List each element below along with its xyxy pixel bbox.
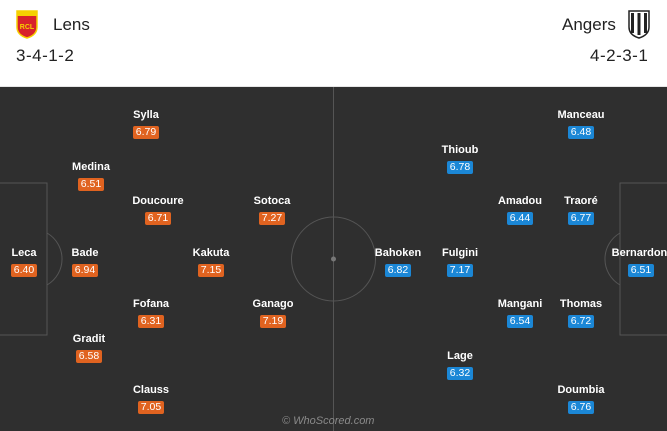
player-fulgini[interactable]: Fulgini 7.17 [430,247,490,278]
player-name: Thomas [559,298,603,310]
player-rating: 6.77 [568,212,594,225]
svg-text:RCL: RCL [20,24,35,31]
player-name: Doumbia [557,384,605,396]
player-traore[interactable]: Traoré 6.77 [551,195,611,226]
player-rating: 7.05 [138,401,164,414]
player-rating: 6.40 [11,264,37,277]
player-name: Bahoken [374,247,422,259]
player-name: Doucoure [132,195,184,207]
player-name: Kakuta [192,247,230,259]
player-doucoure[interactable]: Doucoure 6.71 [128,195,188,226]
player-thioub[interactable]: Thioub 6.78 [430,144,490,175]
player-name: Mangani [497,298,543,310]
player-name: Fofana [132,298,170,310]
player-name: Lage [447,350,473,362]
player-name: Bade [71,247,99,259]
player-rating: 7.17 [447,264,473,277]
player-name: Ganago [252,298,294,310]
player-gradit[interactable]: Gradit 6.58 [59,333,119,364]
player-name: Fulgini [441,247,479,259]
player-sotoca[interactable]: Sotoca 7.27 [242,195,302,226]
player-clauss[interactable]: Clauss 7.05 [121,384,181,415]
player-name: Leca [11,247,37,259]
player-sylla[interactable]: Sylla 6.79 [116,109,176,140]
match-header: RCL Lens 3-4-1-2 Angers 4-2-3-1 [0,0,667,87]
player-rating: 6.82 [385,264,411,277]
player-kakuta[interactable]: Kakuta 7.15 [181,247,241,278]
home-formation: 3-4-1-2 [16,46,75,65]
player-name: Thioub [441,144,479,156]
player-lage[interactable]: Lage 6.32 [430,350,490,381]
player-rating: 6.44 [507,212,533,225]
player-rating: 7.27 [259,212,285,225]
player-doumbia[interactable]: Doumbia 6.76 [551,384,611,415]
away-team-name[interactable]: Angers [562,15,616,34]
player-amadou[interactable]: Amadou 6.44 [490,195,550,226]
player-rating: 6.76 [568,401,594,414]
player-name: Bernardoni [611,247,667,259]
player-name: Medina [72,161,110,173]
player-rating: 6.54 [507,315,533,328]
player-bernardoni[interactable]: Bernardoni 6.51 [611,247,667,278]
player-bahoken[interactable]: Bahoken 6.82 [368,247,428,278]
player-rating: 6.58 [76,350,102,363]
player-name: Sylla [133,109,159,121]
lens-badge-icon: RCL [15,9,39,39]
player-rating: 6.72 [568,315,594,328]
player-medina[interactable]: Medina 6.51 [61,161,121,192]
player-fofana[interactable]: Fofana 6.31 [121,298,181,329]
player-rating: 6.31 [138,315,164,328]
player-rating: 6.32 [447,367,473,380]
player-name: Traoré [564,195,598,207]
player-rating: 6.51 [628,264,654,277]
watermark: © WhoScored.com [282,415,375,427]
pitch: Leca 6.40 Bade 6.94 Medina 6.51 Gradit 6… [0,87,667,431]
angers-badge-icon [627,9,651,39]
pitch-markings [0,87,667,431]
player-name: Gradit [72,333,106,345]
player-name: Manceau [557,109,605,121]
home-team-name[interactable]: Lens [53,15,90,34]
player-rating: 7.15 [198,264,224,277]
player-rating: 6.48 [568,126,594,139]
player-rating: 7.19 [260,315,286,328]
player-rating: 6.79 [133,126,159,139]
player-mangani[interactable]: Mangani 6.54 [490,298,550,329]
player-rating: 6.51 [78,178,104,191]
player-ganago[interactable]: Ganago 7.19 [243,298,303,329]
away-formation: 4-2-3-1 [590,46,649,65]
player-name: Sotoca [253,195,291,207]
player-leca[interactable]: Leca 6.40 [0,247,54,278]
player-thomas[interactable]: Thomas 6.72 [551,298,611,329]
player-name: Amadou [498,195,542,207]
player-rating: 6.78 [447,161,473,174]
player-rating: 6.94 [72,264,98,277]
player-rating: 6.71 [145,212,171,225]
player-manceau[interactable]: Manceau 6.48 [551,109,611,140]
player-name: Clauss [132,384,170,396]
player-bade[interactable]: Bade 6.94 [55,247,115,278]
